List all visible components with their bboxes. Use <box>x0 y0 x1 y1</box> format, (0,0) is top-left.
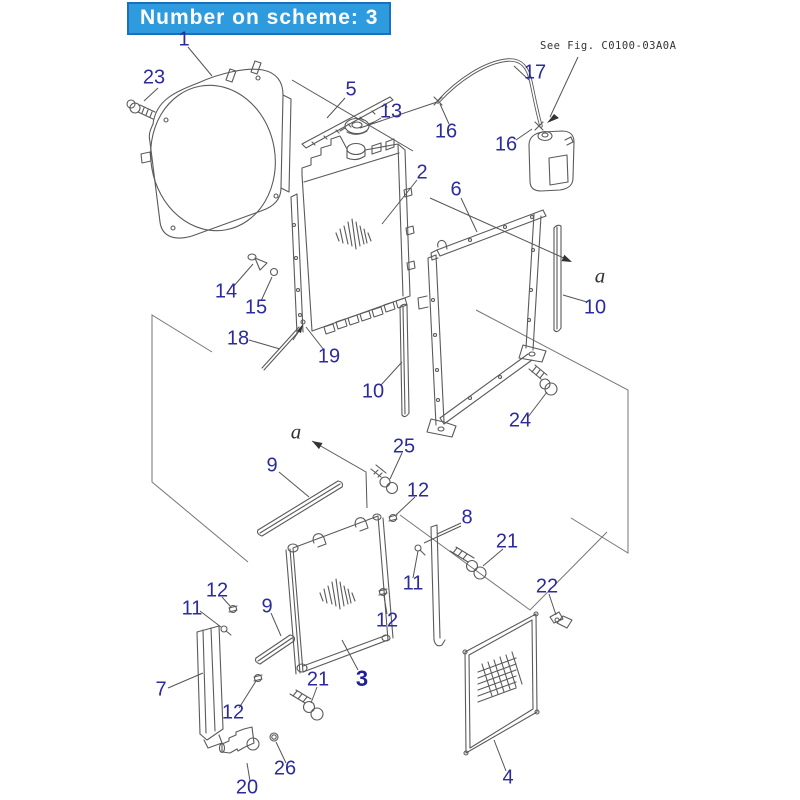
drain-valve <box>247 253 279 277</box>
o-ring-26 <box>269 732 279 742</box>
seal-strip-10-left <box>399 303 410 418</box>
reservoir-tank <box>528 130 575 192</box>
seal-bar-9-mid <box>254 634 296 665</box>
reference-outlines <box>151 309 629 611</box>
bolt-23 <box>126 99 156 120</box>
view-arrow-a-right <box>429 197 572 262</box>
clip-22 <box>549 611 573 629</box>
rod-and-pin <box>261 319 306 371</box>
bolt-21-left <box>289 689 324 721</box>
oil-cooler <box>285 513 394 675</box>
bolt-25 <box>370 464 399 495</box>
fan-shroud <box>140 60 292 239</box>
seal-bar-9-top <box>256 480 344 537</box>
see-fig-arrow <box>547 56 579 123</box>
fittings-12 <box>228 513 398 683</box>
leader-lines <box>143 46 588 782</box>
radiator <box>290 135 416 335</box>
seal-strip-10-right <box>553 224 562 333</box>
channel-7 <box>196 625 232 749</box>
see-fig-note: See Fig. C0100-03A0A <box>540 40 677 52</box>
page-title: Number on scheme: 3 <box>127 2 392 35</box>
support-frame <box>417 209 547 438</box>
mesh-screen <box>462 611 540 756</box>
reservoir-hose <box>433 58 544 131</box>
bolt-24 <box>528 364 558 396</box>
seal-rod-5 <box>301 96 394 149</box>
view-arrow-a-bottom <box>311 440 368 509</box>
hose-nipple-20 <box>218 726 260 754</box>
bolt-21-right <box>449 546 487 580</box>
channel-8 <box>414 524 446 647</box>
